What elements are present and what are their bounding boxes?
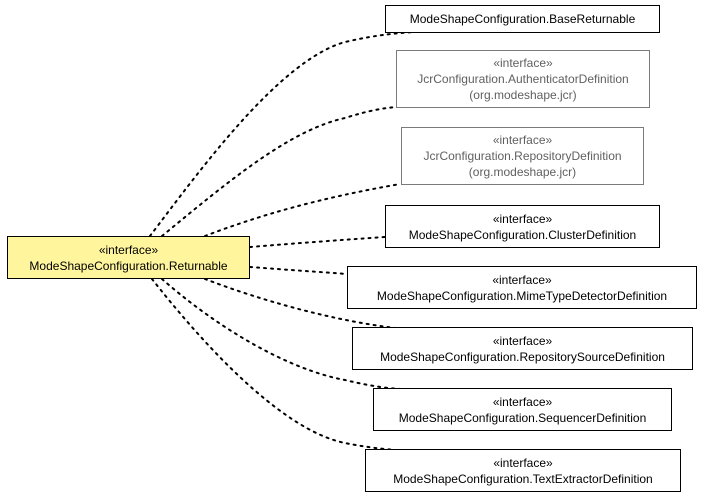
- repository-definition-package: (org.modeshape.jcr): [468, 165, 577, 179]
- mimetype-detector-definition-name: ModeShapeConfiguration.MimeTypeDetectorD…: [376, 288, 668, 303]
- repository-definition-name: JcrConfiguration.RepositoryDefinition: [423, 149, 622, 163]
- mimetype-detector-definition-stereotype: «interface»: [492, 272, 552, 287]
- cluster-definition-stereotype: «interface»: [492, 211, 553, 226]
- repository-source-definition-name: ModeShapeConfiguration.RepositorySourceD…: [380, 349, 665, 364]
- text-extractor-definition-node[interactable]: «interface» ModeShapeConfiguration.TextE…: [365, 449, 681, 492]
- repository-source-definition-stereotype: «interface»: [492, 333, 553, 348]
- edge-sequencer-definition: [161, 278, 401, 390]
- authenticator-definition-stereotype: «interface»: [493, 56, 553, 70]
- text-extractor-definition-name: ModeShapeConfiguration.TextExtractorDefi…: [393, 471, 653, 486]
- edge-repository-source-definition: [204, 278, 396, 329]
- repository-source-definition-node[interactable]: «interface» ModeShapeConfiguration.Repos…: [352, 327, 693, 370]
- cluster-definition-name: ModeShapeConfiguration.ClusterDefinition: [408, 227, 637, 242]
- authenticator-definition-package: (org.modeshape.jcr): [469, 88, 577, 102]
- base-returnable-node[interactable]: ModeShapeConfiguration.BaseReturnable: [385, 5, 660, 33]
- edge-text-extractor-definition: [151, 278, 396, 451]
- repository-definition-stereotype: «interface»: [492, 133, 553, 147]
- edge-base-returnable: [149, 31, 416, 237]
- text-extractor-definition-stereotype: «interface»: [493, 455, 553, 470]
- edge-cluster-definition: [249, 236, 386, 248]
- edge-authenticator-definition: [161, 106, 397, 237]
- mimetype-detector-definition-node[interactable]: «interface» ModeShapeConfiguration.MimeT…: [347, 266, 697, 309]
- sequencer-definition-name: ModeShapeConfiguration.SequencerDefiniti…: [398, 410, 647, 425]
- edge-mimetype-detector-definition: [249, 266, 348, 275]
- sequencer-definition-stereotype: «interface»: [492, 394, 553, 409]
- returnable-class-node[interactable]: «interface» ModeShapeConfiguration.Retur…: [7, 236, 250, 279]
- base-returnable-name: ModeShapeConfiguration.BaseReturnable: [409, 12, 636, 26]
- authenticator-definition-name: JcrConfiguration.AuthenticatorDefinition: [417, 72, 629, 86]
- sequencer-definition-node[interactable]: «interface» ModeShapeConfiguration.Seque…: [373, 388, 672, 431]
- center-class-name: ModeShapeConfiguration.Returnable: [29, 258, 228, 273]
- cluster-definition-node[interactable]: «interface» ModeShapeConfiguration.Clust…: [385, 205, 660, 248]
- center-stereotype: «interface»: [98, 242, 159, 257]
- edge-repository-definition: [204, 183, 401, 237]
- repository-definition-node[interactable]: «interface» JcrConfiguration.RepositoryD…: [401, 127, 644, 185]
- authenticator-definition-node[interactable]: «interface» JcrConfiguration.Authenticat…: [396, 50, 650, 108]
